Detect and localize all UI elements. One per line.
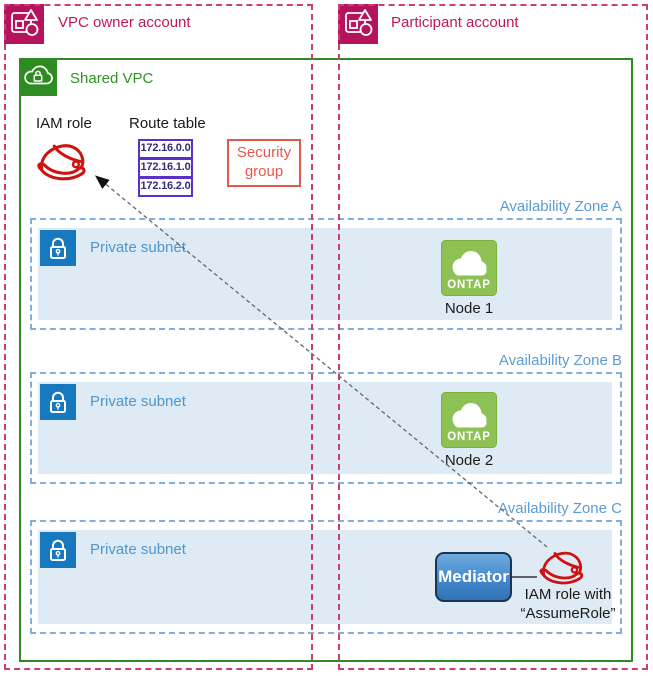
private-subnet-label: Private subnet (90, 393, 186, 410)
shared-vpc-box (19, 58, 633, 662)
route-table-entry: 172.16.0.0 (138, 139, 193, 159)
ontap-icon-label: ONTAP (447, 431, 490, 443)
node-2-label: Node 2 (444, 452, 494, 469)
route-table-entry: 172.16.2.0 (138, 177, 193, 197)
assume-role-label-line2: “AssumeRole” (520, 605, 616, 622)
availability-zone-b-label: Availability Zone B (498, 352, 622, 369)
private-subnet-lock-icon (40, 230, 76, 266)
security-group-box: Security group (227, 139, 301, 187)
shared-vpc-cloud-lock-icon (19, 58, 57, 96)
security-group-label: Security group (236, 144, 292, 180)
route-table-entry: 172.16.1.0 (138, 158, 193, 178)
assume-role-hard-hat-icon (539, 551, 584, 585)
ontap-icon-label: ONTAP (447, 279, 490, 291)
assume-role-label-line1: IAM role with (524, 586, 612, 603)
mediator-label: Mediator (438, 567, 509, 586)
iam-role-label: IAM role (36, 115, 92, 132)
private-subnet-lock-icon (40, 384, 76, 420)
mediator-box: Mediator (435, 552, 512, 602)
availability-zone-a-label: Availability Zone A (499, 198, 622, 215)
vpc-owner-account-icon (4, 4, 44, 44)
private-subnet-label: Private subnet (90, 541, 186, 558)
ontap-node-icon: ONTAP (441, 240, 497, 296)
iam-role-hard-hat-icon (37, 144, 86, 181)
private-subnet-label: Private subnet (90, 239, 186, 256)
node-1-label: Node 1 (444, 300, 494, 317)
participant-account-icon (338, 4, 378, 44)
shared-vpc-label: Shared VPC (70, 70, 154, 87)
participant-account-label: Participant account (391, 14, 519, 31)
vpc-owner-account-label: VPC owner account (58, 14, 191, 31)
availability-zone-c-label: Availability Zone C (498, 500, 622, 517)
route-table-label: Route table (129, 115, 206, 132)
ontap-node-icon: ONTAP (441, 392, 497, 448)
private-subnet-lock-icon (40, 532, 76, 568)
